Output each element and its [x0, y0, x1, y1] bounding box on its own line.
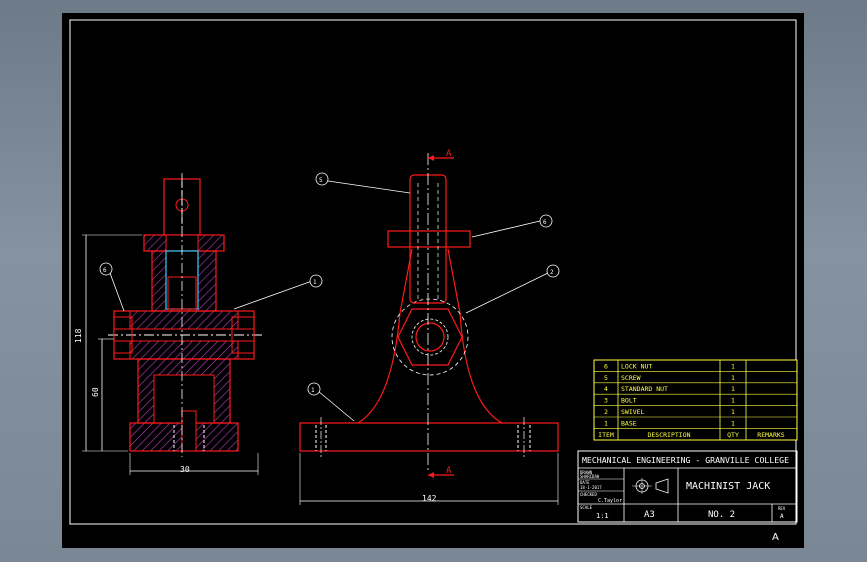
bom-cell-description: LOCK NUT [621, 362, 652, 370]
balloon-5 [315, 172, 329, 186]
bom-cell-qty: 1 [731, 408, 735, 416]
side-view: 118 60 30 6 1 [74, 173, 323, 475]
title-block: MECHANICAL ENGINEERING - GRANVILLE COLLE… [577, 450, 798, 523]
bom-cell-qty: 1 [731, 419, 735, 427]
drawing-number: NO. 2 [708, 510, 735, 520]
drawing-title: MACHINIST JACK [686, 481, 770, 492]
section-label-top: A [446, 149, 452, 159]
projection-symbol-icon [632, 478, 669, 494]
bom-cell-item: 6 [604, 362, 608, 370]
drawn-by: SHARIDAH [580, 474, 600, 479]
institution-name: MECHANICAL ENGINEERING - GRANVILLE COLLE… [582, 455, 789, 465]
bom-cell-description: STANDARD NUT [621, 385, 668, 393]
svg-text:2: 2 [550, 269, 554, 276]
bom-cell-item: 5 [604, 374, 608, 382]
bom-cell-item: 2 [604, 408, 608, 416]
balloon-3 [309, 274, 323, 288]
front-view: A A 142 5 6 2 1 [299, 149, 560, 505]
bom-cell-qty: 1 [731, 362, 735, 370]
dim-height-partial: 60 [91, 387, 100, 397]
bom-cell-description: BOLT [621, 397, 637, 405]
bom-cell-item: 3 [604, 397, 608, 405]
bom-header-qty: QTY [727, 431, 739, 439]
drawing-sheet: 118 60 30 6 1 [62, 13, 804, 548]
svg-text:DRAWN: DRAWN [580, 470, 593, 475]
bom-header-item: ITEM [598, 431, 614, 439]
balloon-6 [99, 262, 113, 276]
bom-cell-qty: 1 [731, 385, 735, 393]
dim-width-left: 30 [180, 465, 190, 474]
svg-text:REV: REV [778, 506, 786, 511]
sheet-tag: A [772, 532, 779, 543]
dim-height-total: 118 [74, 328, 83, 343]
bom-cell-item: 1 [604, 419, 608, 427]
drawing-border [69, 19, 797, 525]
svg-text:5: 5 [319, 177, 323, 184]
section-label-bottom: A [446, 466, 452, 476]
bom-cell-description: SCREW [621, 374, 641, 382]
svg-text:SCALE: SCALE [580, 505, 593, 510]
svg-text:6: 6 [543, 219, 547, 226]
svg-text:DATE: DATE [580, 480, 590, 485]
bom-header-description: DESCRIPTION [647, 431, 690, 439]
drawing-date: 18-1-2017 [580, 485, 602, 490]
checked-by: C.Taylor [598, 498, 622, 504]
bom-cell-description: SWIVEL [621, 408, 645, 416]
bom-header-remarks: REMARKS [757, 431, 784, 439]
svg-text:1: 1 [313, 279, 317, 286]
bom-cell-item: 4 [604, 385, 608, 393]
cad-drawing: 118 60 30 6 1 [69, 19, 798, 525]
sheet-size: A3 [644, 510, 655, 520]
balloon-6b [539, 214, 553, 228]
revision: A [780, 513, 784, 520]
bom-cell-qty: 1 [731, 397, 735, 405]
bill-of-materials: 6 LOCK NUT 1 5 SCREW 1 4 STANDARD NUT 1 3 BOLT 1 2 SW… [593, 359, 798, 441]
bom-cell-description: BASE [621, 419, 637, 427]
balloon-1 [307, 382, 321, 396]
drawing-scale: 1:1 [596, 512, 609, 520]
dim-width-base: 142 [422, 494, 437, 503]
svg-text:CHECKED: CHECKED [580, 492, 597, 497]
bom-cell-qty: 1 [731, 374, 735, 382]
balloon-2 [546, 264, 560, 278]
svg-text:6: 6 [103, 267, 107, 274]
svg-text:1: 1 [311, 387, 315, 394]
